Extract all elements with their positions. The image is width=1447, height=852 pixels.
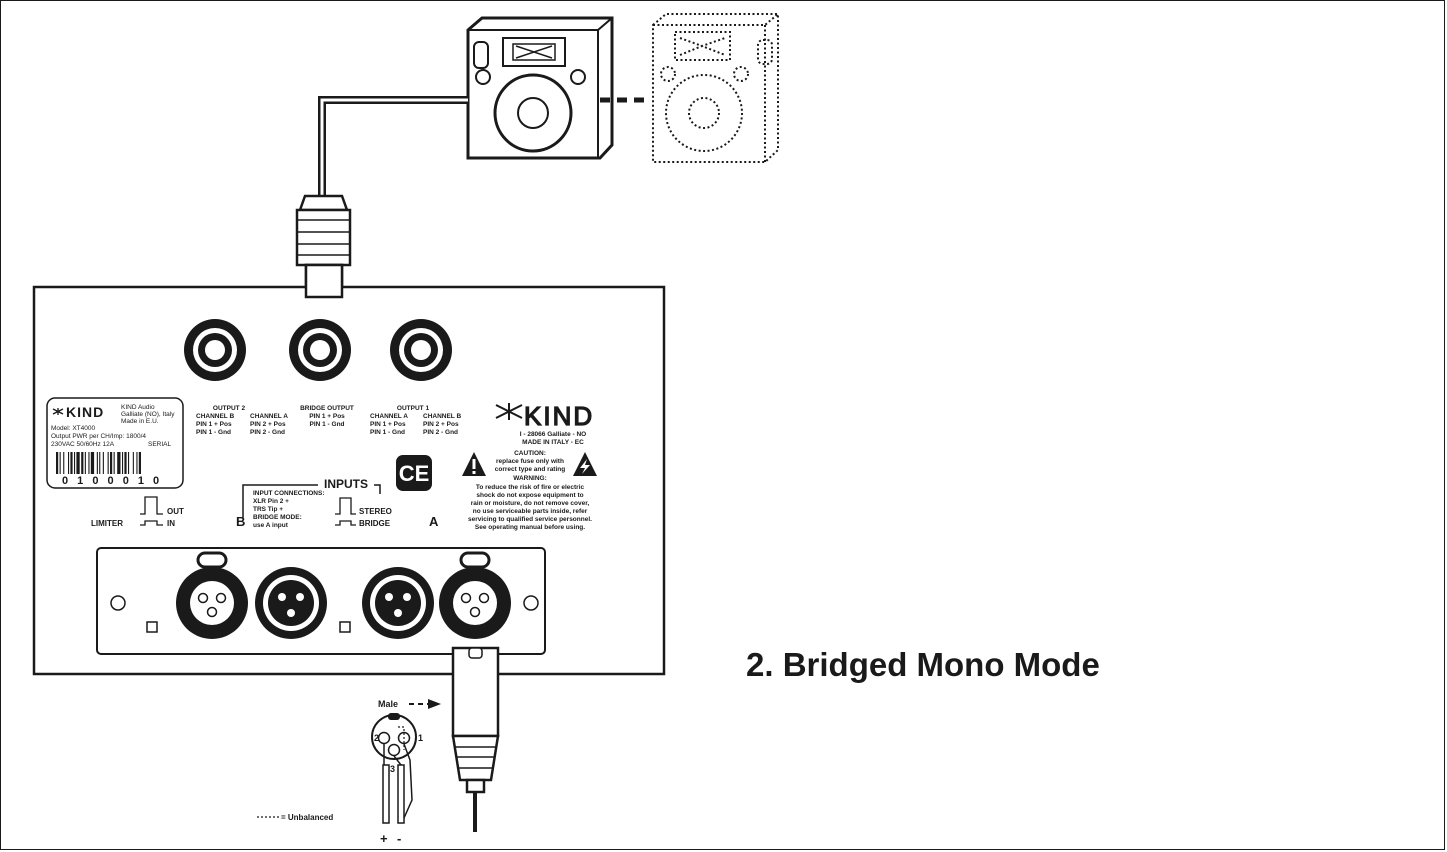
input-a-label: A	[429, 514, 439, 529]
output-2-right-line-2: PIN 2 + Pos	[250, 421, 286, 428]
input-connections-line-1: INPUT CONNECTIONS:	[253, 490, 325, 497]
xlr-female-b	[176, 551, 248, 639]
limiter-label: LIMITER	[91, 519, 123, 528]
input-connections-line-4: BRIDGE MODE:	[253, 514, 302, 521]
svg-text:CE: CE	[399, 461, 430, 486]
panel-screw-right	[523, 595, 539, 611]
right-made-in: MADE IN ITALY - EC	[522, 439, 584, 446]
unbalanced-legend-label: = Unbalanced	[281, 813, 333, 822]
output-2-right-line-1: CHANNEL A	[250, 413, 288, 420]
output-2-left-line-2: PIN 1 + Pos	[196, 421, 232, 428]
output-2-left-line-3: PIN 1 - Gnd	[196, 429, 231, 436]
speaker-dotted	[652, 13, 779, 163]
xlr-male-a	[362, 567, 434, 639]
label-plate-maker-2: Galliate (NO), Italy	[121, 411, 175, 418]
speaker-solid	[466, 16, 614, 160]
inputs-bracket	[242, 484, 381, 518]
kind-logo-small	[52, 408, 64, 415]
output-1-left-line-1: CHANNEL A	[370, 413, 408, 420]
label-plate-brand: KIND	[66, 404, 104, 420]
xlr-male-b	[255, 567, 327, 639]
warning-line-5: servicing to qualified service personnel…	[468, 516, 592, 523]
output-1-title: OUTPUT 1	[397, 405, 430, 412]
label-plate-voltage: 230VAC 50/60Hz 12A	[51, 441, 115, 448]
plus-label: +	[380, 831, 388, 846]
bridge-output-line-1: PIN 1 + Pos	[309, 413, 345, 420]
male-label: Male	[378, 699, 398, 709]
output-2-right-line-3: PIN 2 - Gnd	[250, 429, 285, 436]
warning-line-1: To reduce the risk of fire or electric	[476, 484, 585, 491]
limiter-switch	[140, 496, 163, 526]
warning-title: WARNING:	[513, 475, 547, 482]
pin-1-label: 1	[418, 733, 423, 743]
label-plate-model: Model: XT4000	[51, 425, 95, 432]
bridge-output-title: BRIDGE OUTPUT	[300, 405, 354, 412]
bridge-output-line-2: PIN 1 - Gnd	[309, 421, 344, 428]
output-1-left-line-3: PIN 1 - Gnd	[370, 429, 405, 436]
caution-line-2: correct type and rating	[495, 466, 565, 473]
minus-label: -	[397, 831, 401, 846]
label-plate	[46, 397, 184, 489]
output-2-title: OUTPUT 2	[213, 405, 246, 412]
xlr-female-a	[439, 551, 511, 639]
label-plate-maker-3: Made in E.U.	[121, 418, 159, 425]
label-plate-serial-label: SERIAL	[148, 441, 172, 448]
output-1-right-line-2: PIN 2 + Pos	[423, 421, 459, 428]
stereo-bridge-switch	[335, 497, 356, 526]
bridge-output-socket	[289, 319, 351, 381]
caution-line-1: replace fuse only with	[496, 458, 564, 465]
stereo-label: STEREO	[359, 507, 392, 516]
output-socket-2	[184, 319, 246, 381]
barcode	[56, 452, 141, 474]
bridge-label: BRIDGE	[359, 519, 391, 528]
label-plate-maker-1: KIND Audio	[121, 404, 155, 411]
panel-square-left	[146, 621, 158, 633]
output-socket-1	[390, 319, 452, 381]
output-1-right-line-1: CHANNEL B	[423, 413, 461, 420]
limiter-in-label: IN	[167, 519, 175, 528]
input-connections-line-2: XLR Pin 2 +	[253, 498, 289, 505]
pin-3-label: 3	[390, 764, 395, 774]
input-connections-line-3: TRS Tip +	[253, 506, 283, 513]
xlr-wires	[382, 743, 413, 824]
output-1-right-line-3: PIN 2 - Gnd	[423, 429, 458, 436]
input-connections-line-5: use A input	[253, 522, 289, 529]
page-title: 2. Bridged Mono Mode	[746, 646, 1100, 683]
warning-exclamation-icon	[462, 452, 486, 476]
warning-line-6: See operating manual before using.	[475, 524, 585, 531]
panel-screw-left	[110, 595, 126, 611]
input-b-label: B	[236, 514, 245, 529]
warning-line-4: no use serviceable parts inside, refer	[473, 508, 588, 515]
inputs-title: INPUTS	[324, 477, 368, 491]
caution-title: CAUTION:	[514, 450, 546, 457]
right-brand: KIND	[524, 401, 594, 431]
output-1-left-line-2: PIN 1 + Pos	[370, 421, 406, 428]
warning-lightning-icon	[573, 452, 597, 476]
xlr-input-plug	[451, 646, 500, 794]
kind-logo-large	[495, 403, 523, 420]
ce-mark: CE	[396, 455, 432, 491]
output-2-left-line-1: CHANNEL B	[196, 413, 234, 420]
panel-square-right	[339, 621, 351, 633]
pin-2-label: 2	[374, 733, 379, 743]
right-address: I - 28066 Galliate - NO	[520, 431, 586, 438]
warning-line-2: shock do not expose equipment to	[476, 492, 583, 499]
speaker-cable	[318, 96, 468, 200]
serial-number: 0 1 0 0 0 1 0	[62, 475, 162, 487]
warning-line-3: rain or moisture, do not remove cover,	[471, 500, 590, 507]
male-arrow-head	[428, 699, 441, 709]
label-plate-output-power: Output PWR per CH/Imp: 1800/4	[51, 433, 146, 440]
limiter-out-label: OUT	[167, 507, 184, 516]
